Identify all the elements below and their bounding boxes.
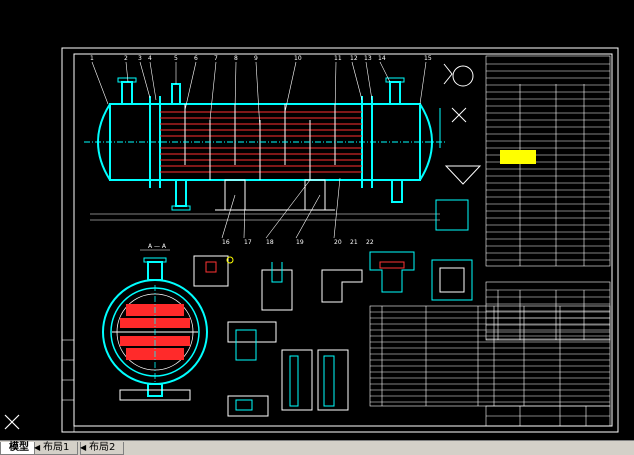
view-a-label: A — A: [148, 243, 167, 250]
balloon-number: 9: [254, 55, 258, 62]
balloon-number: 2: [124, 55, 128, 62]
balloon-number: 17: [244, 239, 252, 246]
tab-nav-arrow-icon[interactable]: ◀: [34, 443, 41, 452]
balloon-number: 5: [174, 55, 178, 62]
balloon-number: 12: [350, 55, 358, 62]
section-a-a-view: A — A: [102, 243, 208, 401]
balloon-number: 20: [334, 239, 342, 246]
balloon-number: 11: [334, 55, 342, 62]
tab-model[interactable]: 模型: [0, 442, 38, 455]
highlighted-cell: [500, 150, 536, 164]
revision-strip: [61, 339, 75, 433]
balloon-number: 15: [424, 55, 432, 62]
balloon-number: 19: [296, 239, 304, 246]
leader-lines: [91, 61, 427, 239]
ucs-cross-icon: [4, 414, 20, 430]
tab-label: 布局1: [43, 442, 70, 453]
parts-list-table: [369, 305, 611, 407]
detail-views: [193, 63, 482, 417]
balloon-number: 14: [378, 55, 386, 62]
title-block: [485, 405, 611, 427]
balloon-number: 21: [350, 239, 358, 246]
balloon-number: 13: [364, 55, 372, 62]
balloon-number: 22: [366, 239, 374, 246]
vessel-elevation: [84, 77, 446, 221]
balloon-number: 4: [148, 55, 152, 62]
balloon-number: 1: [90, 55, 94, 62]
tab-nav-arrow-icon[interactable]: ◀: [80, 443, 87, 452]
drawing-border: [61, 47, 619, 433]
balloon-number: 7: [214, 55, 218, 62]
balloon-number: 3: [138, 55, 142, 62]
balloon-number: 10: [294, 55, 302, 62]
balloon-number: 8: [234, 55, 238, 62]
drawing-inner-border: [73, 53, 613, 427]
balloon-number: 6: [194, 55, 198, 62]
technical-data-table: [485, 55, 611, 267]
balloon-number: 18: [266, 239, 274, 246]
nozzle-table: [485, 281, 611, 341]
tab-label: 模型: [9, 442, 29, 453]
balloon-number: 16: [222, 239, 230, 246]
tab-label: 布局2: [89, 442, 116, 453]
layout-tab-bar: 模型 布局1 布局2 ◀ ◀: [0, 440, 634, 455]
